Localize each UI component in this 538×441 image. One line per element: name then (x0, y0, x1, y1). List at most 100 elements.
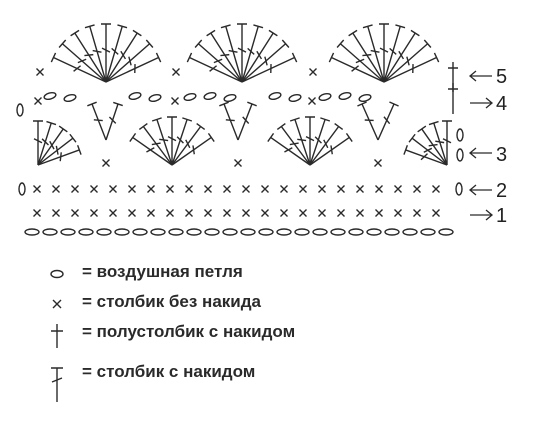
double-crochet-icon (171, 122, 206, 166)
double-crochet-icon (348, 29, 385, 83)
chain-stitch-icon (186, 228, 202, 236)
single-crochet-icon (432, 209, 440, 217)
double-crochet-icon (428, 120, 448, 166)
single-crochet-icon (394, 209, 402, 217)
double-crochet-icon (241, 29, 278, 83)
single-crochet-icon (128, 185, 136, 193)
chain-stitch-icon (18, 182, 26, 196)
double-crochet-icon (219, 101, 239, 141)
single-crochet-icon (242, 185, 250, 193)
chain-stitch-icon (222, 228, 238, 236)
single-crochet-icon (166, 209, 174, 217)
chain-stitch-icon (63, 94, 77, 102)
double-crochet-icon (70, 29, 107, 83)
single-crochet-icon (204, 209, 212, 217)
double-crochet-icon (37, 120, 57, 166)
row-arrow-icon (468, 70, 492, 82)
single-crochet-icon (280, 185, 288, 193)
legend: = воздушная петля = столбик без накида =… (40, 258, 520, 408)
legend-item-single: = столбик без накида (40, 288, 520, 318)
double-crochet-icon (194, 39, 243, 83)
chain-stitch-icon (183, 93, 197, 101)
single-crochet-icon (356, 209, 364, 217)
single-crochet-icon (318, 185, 326, 193)
single-crochet-icon (147, 209, 155, 217)
double-crochet-icon (33, 120, 43, 165)
half-double-crochet-icon (448, 62, 458, 92)
double-crochet-icon (336, 39, 385, 83)
chain-stitch-icon (204, 228, 220, 236)
chain-stitch-icon (43, 92, 57, 100)
single-crochet-icon (52, 209, 60, 217)
double-crochet-icon (51, 367, 63, 402)
single-crochet-icon (374, 159, 382, 167)
double-crochet-icon (309, 122, 344, 166)
double-crochet-icon (305, 116, 315, 165)
double-crochet-icon (101, 23, 111, 82)
single-crochet-icon (52, 299, 62, 309)
double-crochet-icon (151, 117, 173, 166)
single-crochet-icon (375, 209, 383, 217)
chain-stitch-icon (268, 92, 282, 100)
chain-stitch-icon (402, 228, 418, 236)
chain-stitch-icon (420, 228, 436, 236)
double-crochet-icon (237, 23, 247, 82)
double-crochet-icon (37, 133, 77, 166)
chain-stitch-icon (455, 182, 463, 196)
row-arrow-icon (470, 209, 494, 221)
double-crochet-icon (138, 122, 173, 166)
double-crochet-icon (105, 29, 142, 83)
single-crochet-icon (394, 185, 402, 193)
single-crochet-icon (318, 209, 326, 217)
legend-text-chain: = воздушная петля (82, 262, 243, 281)
single-crochet-icon (185, 209, 193, 217)
row-arrow-icon (468, 184, 492, 196)
double-crochet-icon (84, 24, 107, 83)
row-label-4: 4 (496, 93, 507, 115)
legend-item-double: = столбик с накидом (40, 358, 520, 408)
single-crochet-icon (413, 185, 421, 193)
single-crochet-icon (234, 159, 242, 167)
chain-stitch-icon (348, 228, 364, 236)
single-crochet-icon (52, 185, 60, 193)
chain-stitch-icon (288, 94, 302, 102)
double-crochet-icon (186, 52, 243, 83)
double-crochet-icon (129, 132, 173, 166)
double-crochet-icon (357, 101, 379, 141)
single-crochet-icon (299, 209, 307, 217)
chain-stitch-icon (203, 92, 217, 100)
single-crochet-icon (147, 185, 155, 193)
single-crochet-icon (261, 185, 269, 193)
double-crochet-icon (403, 145, 448, 166)
single-crochet-icon (33, 185, 41, 193)
double-crochet-icon (50, 52, 107, 83)
single-crochet-icon (308, 97, 316, 105)
double-crochet-icon (58, 39, 107, 83)
legend-item-chain: = воздушная петля (40, 258, 520, 288)
single-crochet-icon (102, 159, 110, 167)
single-crochet-icon (337, 209, 345, 217)
single-crochet-icon (71, 209, 79, 217)
double-crochet-icon (328, 52, 385, 83)
double-crochet-icon (237, 101, 257, 141)
single-crochet-icon (71, 185, 79, 193)
chain-stitch-icon (318, 93, 332, 101)
chain-stitch-icon (50, 269, 64, 279)
chain-stitch-icon (16, 103, 24, 117)
chain-stitch-icon (78, 228, 94, 236)
double-crochet-icon (379, 23, 389, 82)
double-crochet-icon (442, 120, 452, 165)
chain-stitch-icon (148, 94, 162, 102)
double-crochet-icon (289, 117, 311, 166)
double-crochet-icon (408, 133, 448, 166)
double-crochet-icon (276, 122, 311, 166)
row-arrow-icon (468, 147, 492, 159)
chain-stitch-icon (456, 148, 464, 162)
double-crochet-icon (377, 101, 399, 141)
single-crochet-icon (337, 185, 345, 193)
chain-stitch-icon (366, 228, 382, 236)
double-crochet-icon (105, 52, 162, 83)
single-crochet-icon (36, 68, 44, 76)
double-crochet-icon (383, 29, 420, 83)
double-crochet-icon (37, 145, 82, 166)
